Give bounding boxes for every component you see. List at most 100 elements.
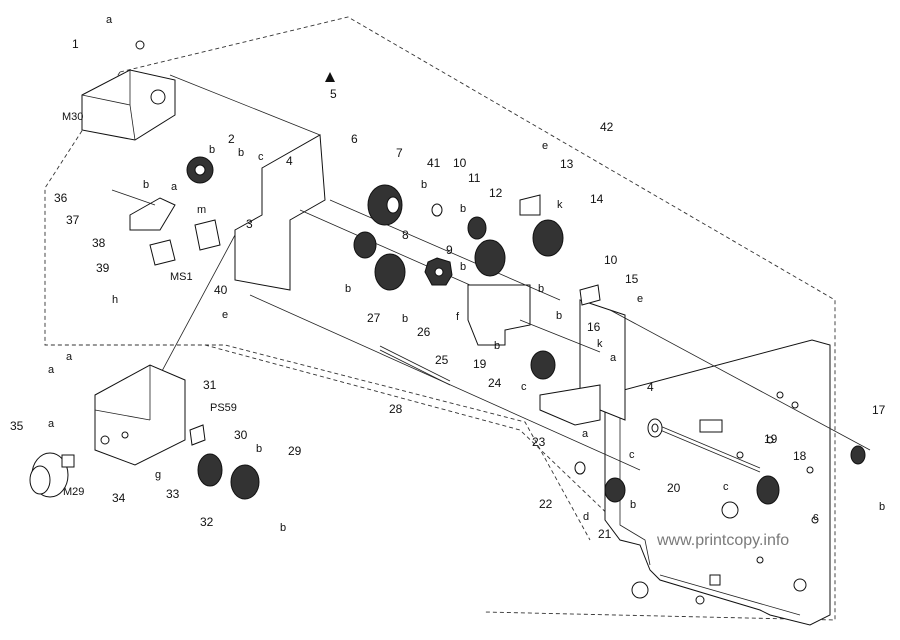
guide-lower <box>249 294 641 471</box>
roller-18 <box>756 475 780 505</box>
callout-39: 39 <box>96 261 110 275</box>
long-guide-line <box>609 309 871 451</box>
letter-b: b <box>494 340 500 352</box>
letter-c: c <box>723 481 729 493</box>
callout-34: 34 <box>112 491 126 505</box>
callout-38: 38 <box>92 236 106 250</box>
callout-40: 40 <box>214 283 228 297</box>
bracket-38 <box>129 197 176 231</box>
callout-19: 19 <box>473 357 487 371</box>
callout-19: 19 <box>764 432 778 446</box>
callout-33: 33 <box>166 487 180 501</box>
shaft-28-line-b <box>379 345 451 382</box>
letter-b: b <box>879 501 885 513</box>
roller-14 <box>532 219 564 257</box>
left-frame-plate <box>234 134 326 291</box>
roller-27 <box>374 253 406 291</box>
letter-e: e <box>637 293 643 305</box>
motor-m30-shaft <box>150 89 166 105</box>
label-m30: M30 <box>62 111 83 123</box>
letter-b: b <box>280 522 286 534</box>
callout-36: 36 <box>54 191 68 205</box>
frame-holes <box>631 391 819 605</box>
callout-31: 31 <box>203 378 217 392</box>
callout-24: 24 <box>488 376 502 390</box>
roller-29 <box>230 464 260 500</box>
letter-a: a <box>106 14 113 26</box>
shaft-16 <box>519 319 601 353</box>
callout-27: 27 <box>367 311 381 325</box>
frame-lower-edge <box>659 574 801 616</box>
letter-e: e <box>222 309 228 321</box>
callout-14: 14 <box>590 192 604 206</box>
guide-motor1 <box>169 74 321 136</box>
spring-37 <box>111 189 156 206</box>
callout-4: 4 <box>647 380 654 394</box>
shaft-20-line-b <box>659 425 761 469</box>
callout-10: 10 <box>604 253 618 267</box>
letter-a: a <box>171 181 178 193</box>
letter-g: g <box>155 469 161 481</box>
letter-b: b <box>538 283 544 295</box>
roller-7 <box>367 184 403 226</box>
sensor-ps59 <box>189 424 206 446</box>
letter-d: d <box>583 511 589 523</box>
callout-37: 37 <box>66 213 80 227</box>
callout-32: 32 <box>200 515 214 529</box>
bearing-41 <box>431 203 443 217</box>
callout-3: 3 <box>246 217 253 231</box>
letter-b: b <box>143 179 149 191</box>
callout-6: 6 <box>351 132 358 146</box>
label-ms1: MS1 <box>170 271 193 283</box>
letter-a: a <box>610 352 617 364</box>
long-guide-line-2 <box>329 199 561 301</box>
letter-b: b <box>421 179 427 191</box>
letter-b: b <box>630 499 636 511</box>
callout-13: 13 <box>560 157 574 171</box>
roller-24 <box>530 350 556 380</box>
letter-b: b <box>402 313 408 325</box>
assembly-boundary-inner <box>204 344 641 546</box>
callout-9: 9 <box>446 243 453 257</box>
gear-21 <box>604 477 626 503</box>
warning-triangle-icon <box>325 72 335 82</box>
letter-b: b <box>209 144 215 156</box>
letter-h: h <box>112 294 118 306</box>
callout-12: 12 <box>489 186 503 200</box>
side-frame-plate <box>604 339 831 626</box>
callout-15: 15 <box>625 272 639 286</box>
letter-b: b <box>556 310 562 322</box>
letter-b: b <box>238 147 244 159</box>
bearing-4b <box>647 418 663 438</box>
callout-35: 35 <box>10 419 24 433</box>
roller-9 <box>474 239 506 277</box>
gear-32 <box>197 453 223 487</box>
callout-2: 2 <box>228 132 235 146</box>
screw-a-m30 <box>135 40 145 50</box>
callout-18: 18 <box>793 449 807 463</box>
letter-c: c <box>258 151 264 163</box>
callout-7: 7 <box>396 146 403 160</box>
letter-a: a <box>48 364 55 376</box>
callout-11: 11 <box>468 171 481 185</box>
drive-bracket-34 <box>94 364 186 466</box>
callout-42: 42 <box>600 120 614 134</box>
letter-b: b <box>256 443 262 455</box>
callout-23: 23 <box>532 435 546 449</box>
watermark: www.printcopy.info <box>656 532 789 549</box>
letter-e: e <box>542 140 548 152</box>
letter-k: k <box>557 199 563 211</box>
callout-1: 1 <box>72 37 79 51</box>
shaft-20-line-a <box>659 429 761 473</box>
letter-k: k <box>597 338 603 350</box>
letter-c: c <box>629 449 635 461</box>
frame-inner-edge <box>619 400 651 566</box>
callout-20: 20 <box>667 481 681 495</box>
part-15 <box>579 284 601 306</box>
callout-30: 30 <box>234 428 248 442</box>
assembly-boundary-upper <box>119 16 836 621</box>
gear-17 <box>850 445 866 465</box>
letter-c: c <box>521 381 527 393</box>
